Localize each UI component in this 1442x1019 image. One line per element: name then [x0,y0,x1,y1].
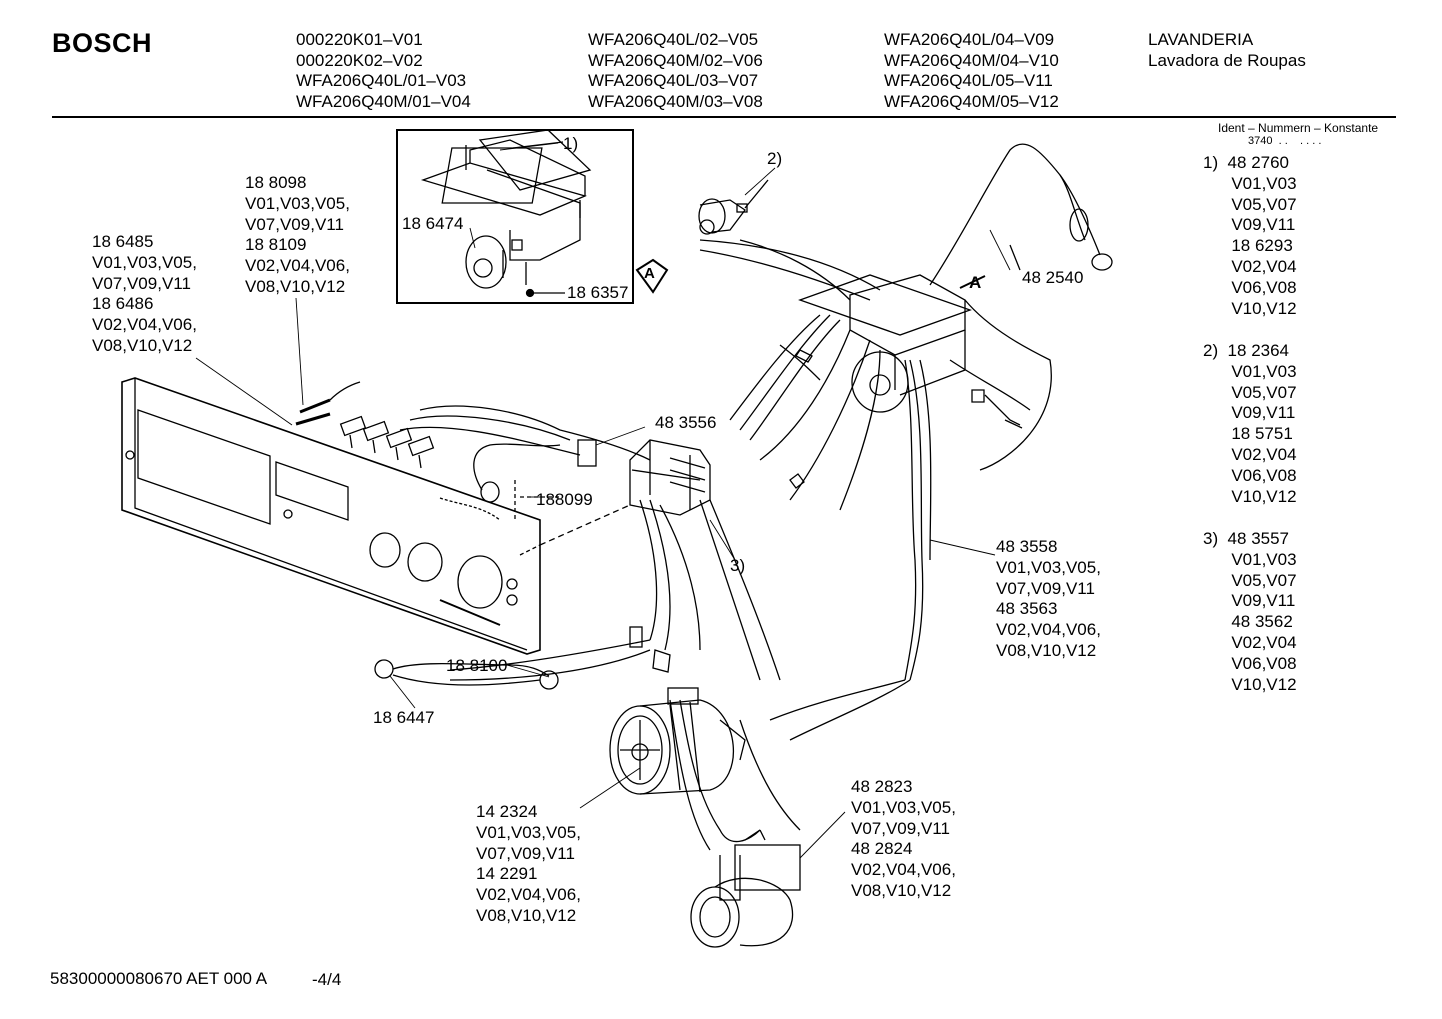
label-inset-1: 1) [563,134,579,153]
ident-title: Ident – Nummern – Konstante [1218,121,1379,135]
label-186447: 18 6447 [373,708,435,727]
cable-clip [629,626,643,648]
main-module [798,274,986,413]
label-2: 2) [767,149,783,168]
model-list-col1: 000220K01–V01 000220K02–V02 WFA206Q40L/0… [296,30,471,111]
marker-a-main: A [969,273,982,292]
power-cable [929,143,1101,286]
ident-constant: 3740 . . . . . . [1248,135,1322,147]
fill-valve [698,179,769,235]
model-list-col2: WFA206Q40L/02–V05 WFA206Q40M/02–V06 WFA2… [588,30,763,111]
label-483558: 48 3558 V01,V03,V05, V07,V09,V11 48 3563… [996,537,1101,660]
label-142324: 14 2324 V01,V03,V05, V07,V09,V11 14 2291… [476,802,581,925]
ident-group-1: 1) 48 2760 V01,V03 V05,V07 V09,V11 18 62… [1203,153,1297,318]
category-title: LAVANDERIA Lavadora de Roupas [1148,30,1306,70]
header-divider [52,116,1396,118]
indicator-lamp [374,659,559,690]
motor [609,687,746,795]
programmer-unit [629,439,711,516]
label-483556: 48 3556 [655,413,717,432]
marker-a-inset: A [644,265,655,282]
leader-lines [195,142,1011,859]
inset-frame [396,129,634,304]
brand-logo: BOSCH [52,28,153,58]
label-186357: 18 6357 [567,283,629,302]
label-188100: 18 8100 [446,656,508,675]
screw-186357 [525,288,535,298]
label-482823: 48 2823 V01,V03,V05, V07,V09,V11 48 2824… [851,777,956,900]
connector-483556 [577,439,597,467]
model-list-col3: WFA206Q40L/04–V09 WFA206Q40M/04–V10 WFA2… [884,30,1059,111]
document-code: 58300000080670 AET 000 A [50,969,268,988]
potentiometer-188099 [480,481,500,503]
ident-group-2: 2) 18 2364 V01,V03 V05,V07 V09,V11 18 57… [1203,341,1297,506]
label-186485: 18 6485 V01,V03,V05, V07,V09,V11 18 6486… [92,232,197,355]
control-panel [121,377,541,655]
marker-a-shape [635,258,669,294]
pushbutton-switches [339,415,435,469]
label-186474: 18 6474 [402,214,464,233]
page-number: -4/4 [312,970,342,989]
label-188098: 18 8098 V01,V03,V05, V07,V09,V11 18 8109… [245,173,350,296]
label-188099: 188099 [536,490,593,509]
ident-group-3: 3) 48 3557 V01,V03 V05,V07 V09,V11 48 35… [1203,529,1297,694]
label-482540: 48 2540 [1022,268,1084,287]
label-3: 3) [730,556,746,575]
drain-pump [690,829,801,948]
